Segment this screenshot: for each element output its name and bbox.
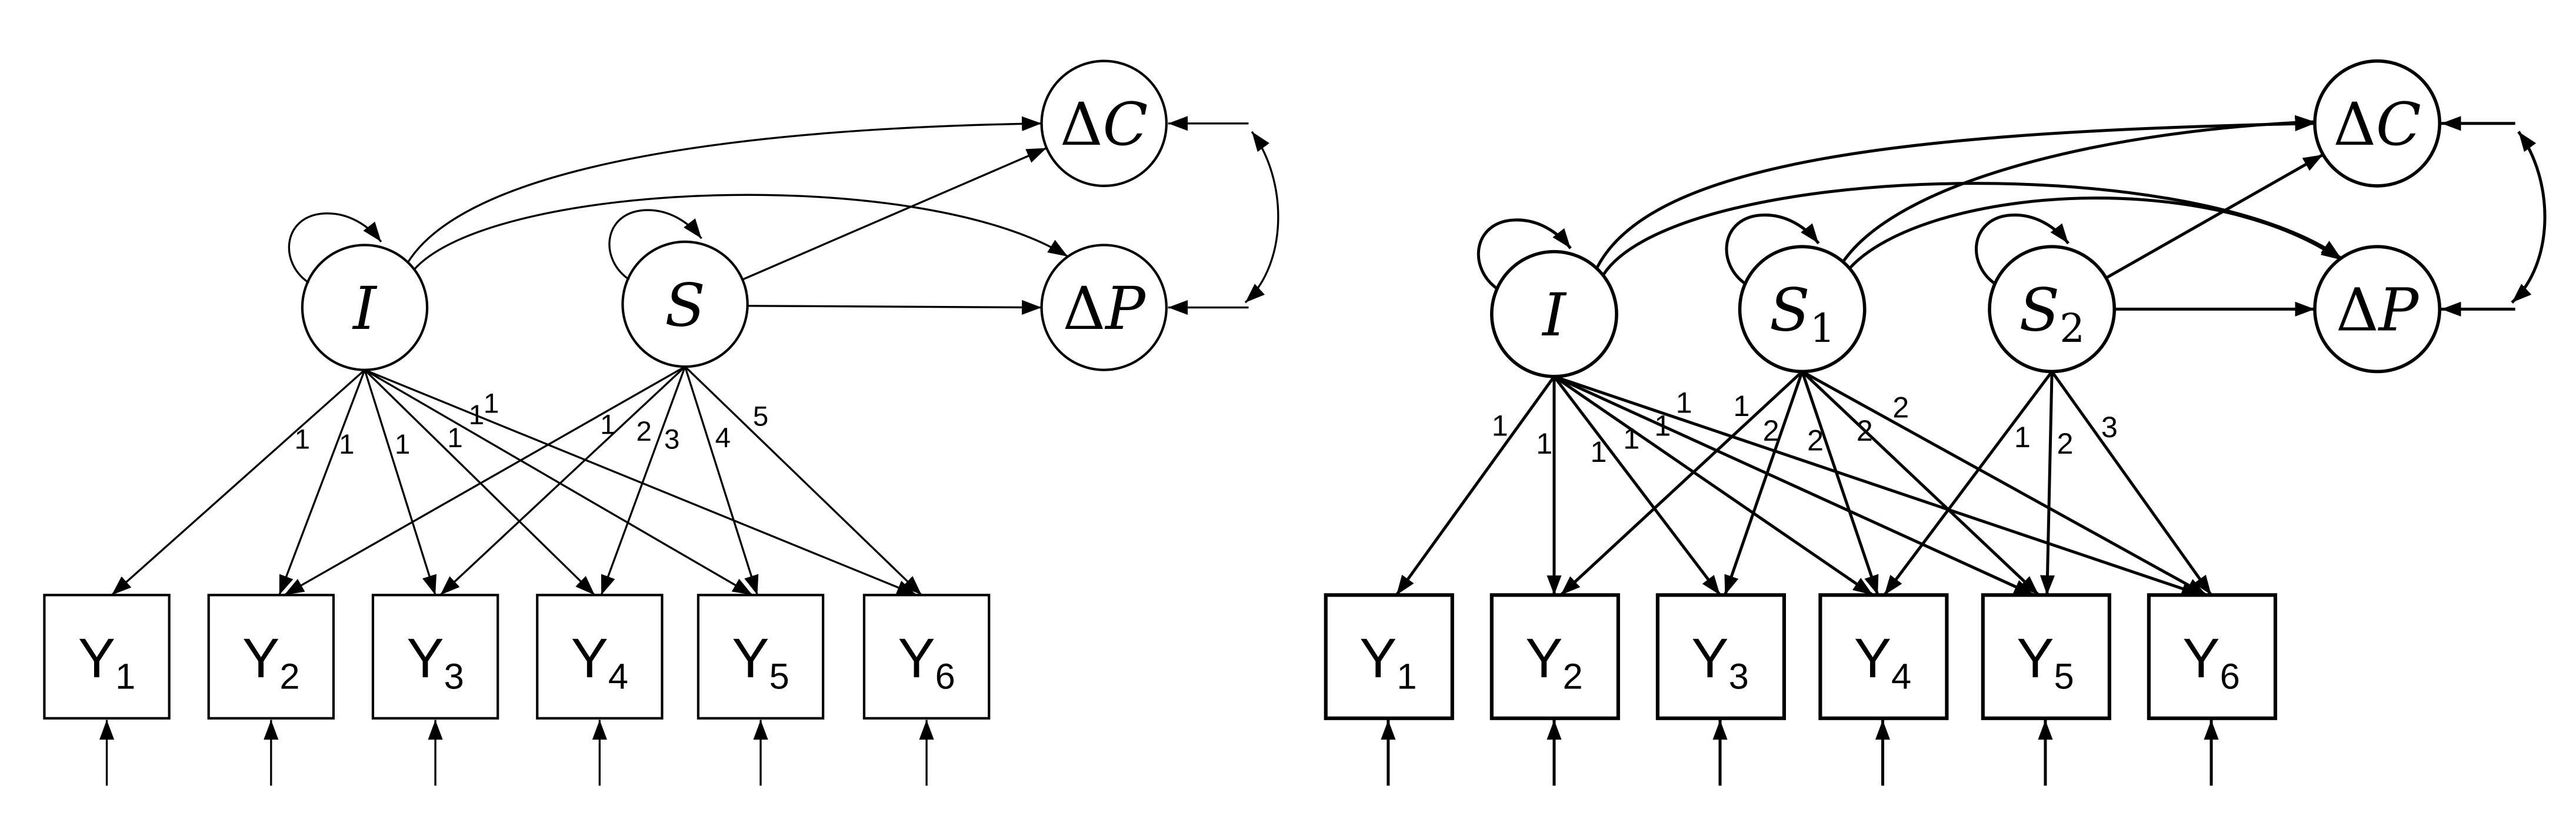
- right-indicator-label-y2: Y2: [1525, 627, 1583, 697]
- right-loading-intercept-y3: [1552, 375, 1721, 596]
- right-latent-delta-p-label: ΔP: [2336, 276, 2420, 345]
- right-indicator-box-y6: [2147, 593, 2278, 720]
- right-loading-intercept-y6: [1554, 375, 2202, 597]
- left-loading-slope-y2: [284, 365, 686, 596]
- right-indicator-label-y5: Y5: [2017, 627, 2074, 697]
- right-loading-label-intercept-y3: 1: [1590, 435, 1607, 468]
- left-indicator-label-y2: Y2: [242, 627, 299, 697]
- right-loading-label-intercept-y5: 1: [1654, 409, 1671, 442]
- left-loading-slope-y3: [439, 365, 686, 596]
- right-indicator-label-y4: Y4: [1854, 627, 1912, 697]
- right-indicator-box-y5: [1981, 593, 2111, 720]
- left-indicator-label-y6: Y6: [898, 627, 955, 697]
- right-indicator-label-y1: Y1: [1359, 627, 1417, 697]
- right-loading-label-slope1-y6: 2: [1892, 391, 1909, 424]
- left-residual-covariance: [1244, 131, 1279, 304]
- left-indicator-label-y3: Y3: [406, 627, 464, 697]
- right-path-slope2-delta-c: [2105, 153, 2324, 279]
- right-loading-label-slope2-y5: 2: [2057, 427, 2073, 460]
- left-latent-delta-c-label: ΔC: [1060, 90, 1148, 159]
- left-loading-label-slope-y2: 1: [600, 410, 615, 441]
- right-loading-intercept-y4: [1553, 375, 1874, 597]
- right-loading-intercept-y5: [1553, 375, 2035, 597]
- right-latent-slope2-label: S2: [2019, 276, 2084, 352]
- right-indicator-label-y3: Y3: [1691, 627, 1748, 697]
- left-path-slope-delta-c: [742, 147, 1047, 281]
- right-loading-label-slope1-y3: 2: [1763, 414, 1779, 447]
- right-loading-label-intercept-y6: 1: [1676, 386, 1692, 419]
- right-residual-covariance: [2511, 131, 2547, 304]
- right-loading-label-intercept-y4: 1: [1623, 422, 1639, 455]
- left-indicator-label-y1: Y1: [78, 627, 136, 697]
- right-latent-slope1-label: S1: [1769, 276, 1835, 352]
- left-loading-label-intercept-y5: 1: [469, 400, 484, 431]
- left-loading-label-slope-y3: 2: [636, 416, 652, 447]
- left-loading-intercept-y2: [278, 370, 366, 595]
- left-indicator-box-y4: [536, 594, 664, 720]
- left-loading-slope-y5: [684, 366, 759, 595]
- right-loading-label-intercept-y2: 1: [1536, 427, 1552, 460]
- right-loading-label-intercept-y1: 1: [1492, 409, 1508, 442]
- right-loading-slope2-y6: [2051, 371, 2213, 596]
- left-latent-slope-label: S: [665, 271, 705, 340]
- left-loading-label-slope-y4: 3: [664, 424, 679, 455]
- right-path-slope1-delta-p: [1848, 197, 2342, 269]
- left-diagram: I S ΔC ΔP Y1 Y2 Y3 Y4 Y5 Y6 1 1 1 1 1 1 …: [43, 59, 1279, 786]
- right-loading-slope1-y6: [1801, 370, 2207, 597]
- right-loading-label-slope1-y5: 2: [1857, 414, 1873, 447]
- left-indicator-box-y5: [697, 594, 825, 720]
- left-indicator-label-y4: Y4: [571, 627, 629, 697]
- right-indicator-box-y4: [1818, 593, 1949, 720]
- left-loading-label-slope-y6: 5: [753, 401, 768, 432]
- right-indicator-label-y6: Y6: [2182, 627, 2240, 697]
- right-loading-label-slope1-y2: 1: [1733, 390, 1749, 422]
- right-diagram: I S1 S2 ΔC ΔP Y1 Y2 Y3 Y4 Y5 Y6 1 1 1 1 …: [1324, 59, 2547, 786]
- right-loading-slope1-y5: [1801, 370, 2040, 597]
- right-loading-slope2-y5: [2040, 371, 2055, 595]
- left-loading-intercept-y5: [364, 369, 753, 596]
- left-loading-slope-y4: [600, 366, 687, 595]
- left-path-slope-delta-p: [747, 299, 1042, 315]
- left-indicator-label-y5: Y5: [732, 627, 789, 697]
- right-indicator-box-y1: [1324, 593, 1454, 720]
- left-latent-delta-p-label: ΔP: [1063, 274, 1147, 343]
- left-loading-label-intercept-y3: 1: [395, 429, 410, 460]
- left-path-intercept-delta-c: [406, 116, 1042, 264]
- left-variance-loop-intercept: [288, 212, 382, 284]
- right-latent-delta-c-label: ΔC: [2333, 90, 2421, 159]
- left-path-intercept-delta-p: [413, 194, 1069, 271]
- right-loading-label-slope2-y6: 3: [2101, 411, 2118, 444]
- left-indicator-box-y6: [862, 594, 991, 720]
- right-loading-label-slope2-y4: 1: [2014, 421, 2031, 454]
- left-indicator-box-y2: [207, 594, 335, 720]
- right-loading-slope1-y3: [1723, 371, 1804, 596]
- left-loading-intercept-y6: [364, 369, 917, 596]
- right-path-intercept-delta-c: [1595, 116, 2315, 269]
- right-indicator-box-y3: [1655, 593, 1786, 720]
- right-variance-loop-slope2: [1975, 213, 2070, 286]
- left-loading-intercept-y3: [364, 370, 437, 595]
- right-variance-loop-intercept: [1477, 218, 1572, 291]
- right-variance-loop-slope1: [1725, 213, 1820, 286]
- right-loading-slope1-y4: [1801, 371, 1879, 596]
- left-variance-loop-slope: [608, 209, 702, 281]
- right-loading-intercept-y1: [1395, 375, 1555, 596]
- left-loading-label-slope-y5: 4: [715, 422, 731, 454]
- left-latent-intercept-label: I: [352, 274, 378, 343]
- left-loading-slope-y6: [684, 365, 922, 596]
- left-loading-intercept-y4: [364, 369, 596, 596]
- left-indicator-box-y1: [43, 594, 171, 720]
- right-loading-label-slope1-y4: 2: [1807, 424, 1824, 457]
- right-path-slope1-delta-c: [1842, 115, 2315, 262]
- left-loading-intercept-y1: [111, 369, 366, 596]
- right-loading-slope1-y2: [1559, 370, 1804, 597]
- left-loading-label-intercept-y4: 1: [447, 422, 462, 454]
- right-latent-intercept-label: I: [1541, 281, 1567, 350]
- left-loading-label-intercept-y6: 1: [484, 388, 499, 419]
- left-loading-label-intercept-y2: 1: [339, 429, 354, 460]
- left-loading-label-intercept-y1: 1: [295, 424, 310, 455]
- right-loading-slope2-y4: [1883, 370, 2054, 596]
- right-path-intercept-delta-p: [1602, 182, 2342, 276]
